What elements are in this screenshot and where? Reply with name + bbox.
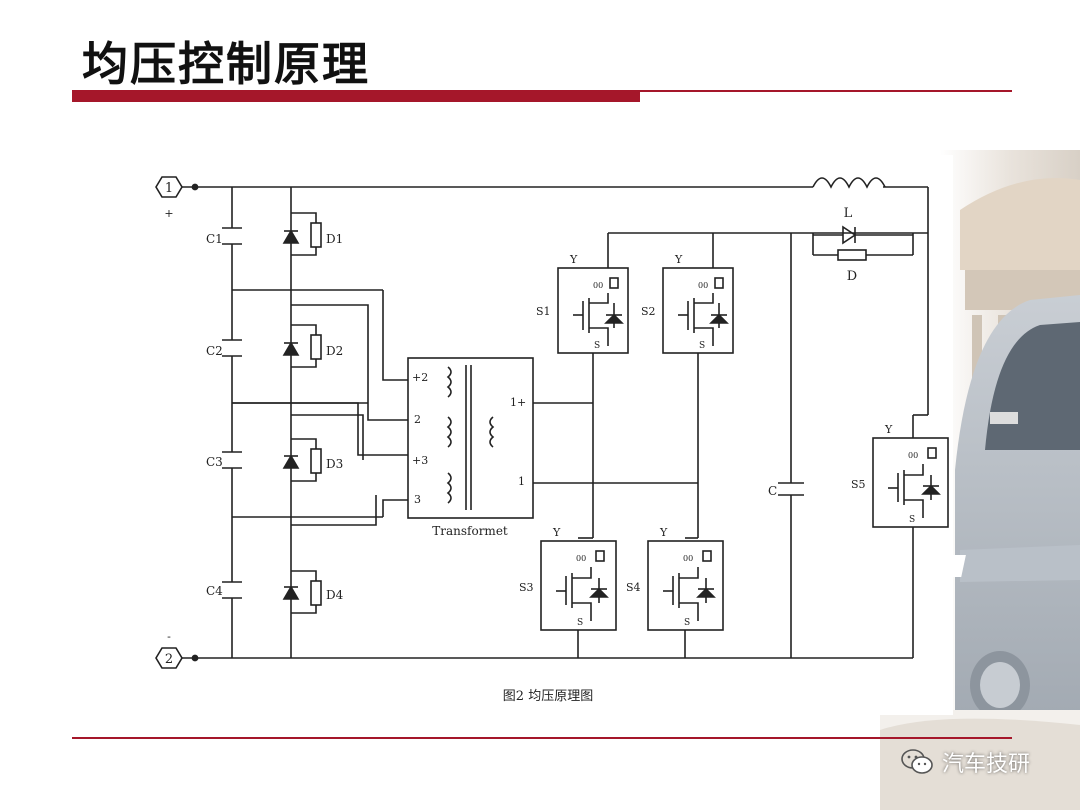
- terminal-1-label: 1: [165, 181, 173, 196]
- switch-S4-label: S4: [626, 581, 641, 594]
- svg-text:Y: Y: [569, 253, 578, 266]
- terminal-2-polarity: -: [167, 630, 171, 643]
- transformer-pin-1plus: 1+: [510, 396, 526, 409]
- page-title: 均压控制原理: [82, 37, 370, 91]
- title-accent-bar: [72, 90, 640, 102]
- svg-text:00: 00: [576, 554, 586, 563]
- svg-text:00: 00: [698, 281, 708, 290]
- switch-S3-label: S3: [519, 581, 534, 594]
- switch-S1-label: S1: [536, 305, 551, 318]
- watermark-text: 汽车技研: [942, 752, 1031, 777]
- diagram-caption: 图2 均压原理图: [503, 689, 593, 704]
- transformer-pin-3: 3: [414, 493, 421, 506]
- title-rule: [72, 90, 1012, 92]
- svg-text:Y: Y: [552, 526, 561, 539]
- svg-text:00: 00: [593, 281, 603, 290]
- terminal-1-polarity: +: [164, 207, 173, 220]
- capacitor-C4-label: C4: [206, 584, 223, 598]
- switch-S1: Y S1 00 S: [536, 253, 629, 354]
- capacitor-C1-label: C1: [206, 232, 223, 246]
- diode-D: D: [812, 225, 914, 284]
- diode-D1: D1: [282, 212, 343, 256]
- capacitor-C4: C4: [206, 581, 242, 599]
- diode-D3: D3: [282, 438, 343, 482]
- switch-S2: Y S2 00 S: [641, 253, 734, 354]
- diode-D3-label: D3: [326, 457, 343, 471]
- diode-D2-label: D2: [326, 344, 343, 358]
- switch-S3: Y S3 00 S: [519, 526, 617, 631]
- diode-D4: D4: [282, 570, 344, 614]
- svg-text:Y: Y: [674, 253, 683, 266]
- transformer-pin-plus3: +3: [412, 454, 428, 467]
- transformer-pin-2: 2: [414, 413, 421, 426]
- capacitor-C3-label: C3: [206, 455, 223, 469]
- switch-S5: Y S5 00 S: [851, 423, 949, 528]
- svg-text:00: 00: [683, 554, 693, 563]
- svg-text:Y: Y: [659, 526, 668, 539]
- capacitor-C2-label: C2: [206, 344, 223, 358]
- capacitor-C1: C1: [206, 227, 242, 246]
- capacitor-C: C: [768, 233, 804, 658]
- switch-S2-label: S2: [641, 305, 656, 318]
- svg-text:S: S: [684, 618, 690, 628]
- inductor-L: L: [812, 177, 886, 221]
- diode-D-label: D: [847, 269, 857, 284]
- transformer-label: Transformet: [432, 524, 508, 538]
- wechat-icon: [901, 749, 933, 774]
- switch-S5-label: S5: [851, 478, 866, 491]
- transformer: +2 2 +3 3 1+ 1 Transformet: [407, 357, 534, 538]
- watermark: 汽车技研: [900, 744, 1030, 780]
- svg-text:Y: Y: [884, 423, 893, 436]
- transformer-pin-1: 1: [518, 475, 525, 488]
- svg-text:S: S: [699, 341, 705, 351]
- capacitor-C2: C2: [206, 339, 242, 358]
- svg-text:00: 00: [908, 451, 918, 460]
- capacitor-C-label: C: [768, 484, 777, 498]
- voltage-balancing-circuit-diagram: 1 + 2 - L C1 C2 C3 C4: [148, 155, 953, 715]
- transformer-pin-plus2: +2: [412, 371, 428, 384]
- svg-text:S: S: [577, 618, 583, 628]
- car-background-image: [880, 150, 1080, 810]
- diode-D1-label: D1: [326, 232, 343, 246]
- svg-text:S: S: [909, 515, 915, 525]
- svg-text:S: S: [594, 341, 600, 351]
- diode-D2: D2: [282, 324, 343, 368]
- switch-S4: Y S4 00 S: [626, 526, 724, 631]
- terminal-2-label: 2: [165, 652, 173, 667]
- capacitor-C3: C3: [206, 451, 242, 469]
- diode-D4-label: D4: [326, 588, 344, 602]
- inductor-label: L: [844, 206, 853, 221]
- footer-rule: [72, 737, 1012, 739]
